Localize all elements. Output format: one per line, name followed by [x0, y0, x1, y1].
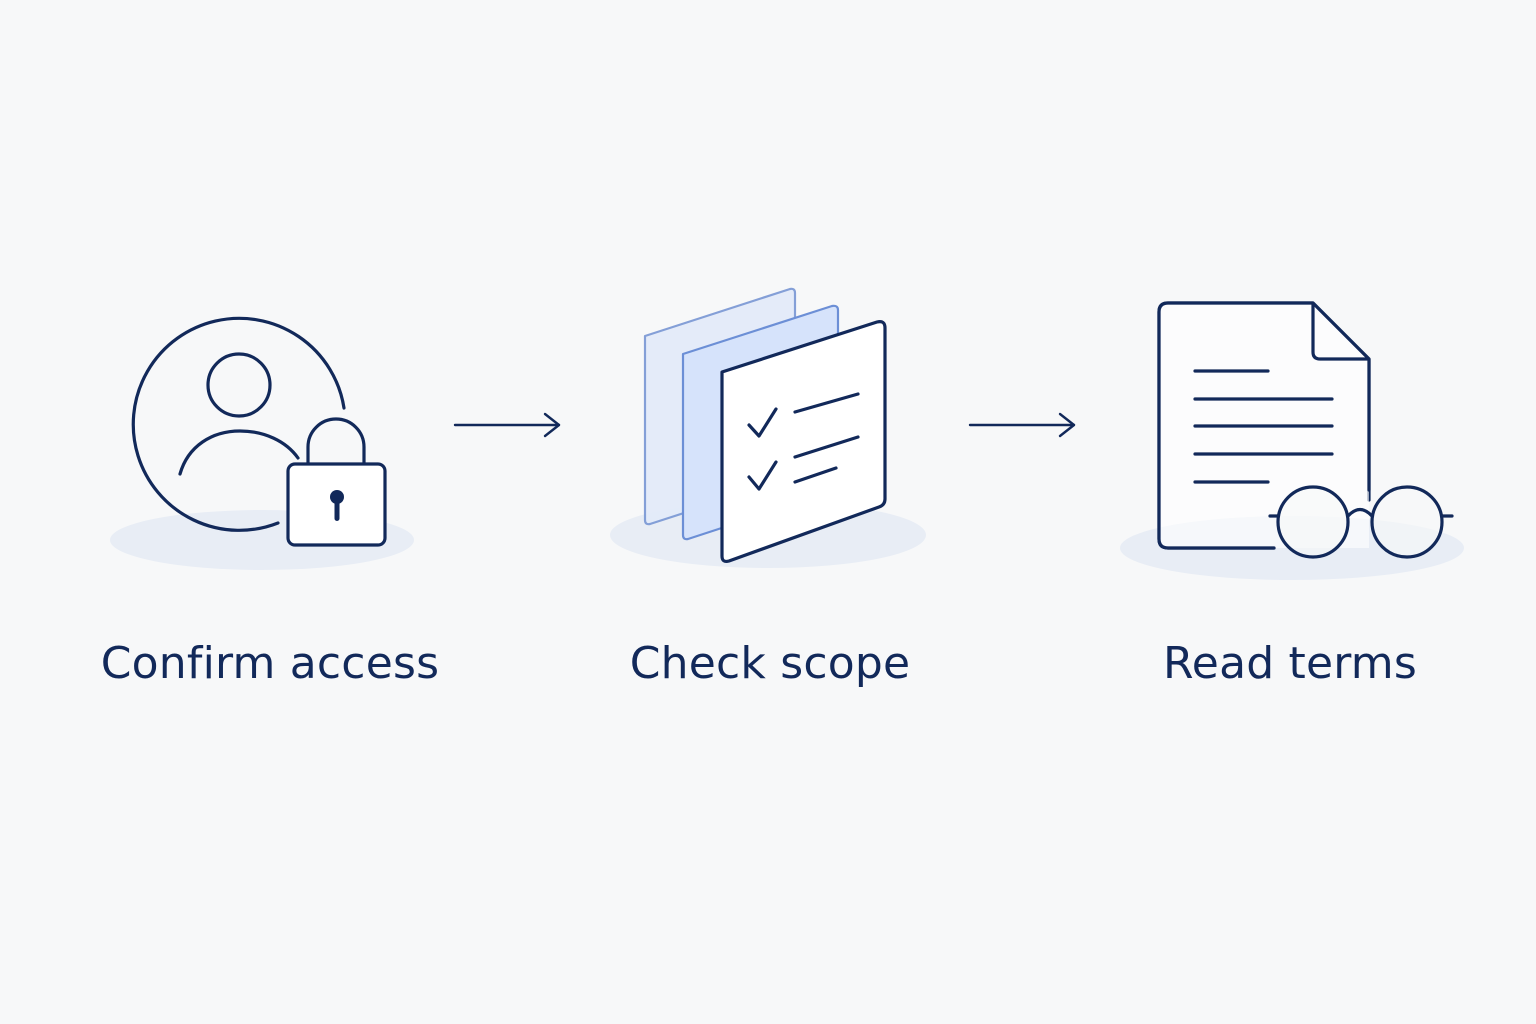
glasses-bridge	[1346, 507, 1374, 518]
step-label-check-scope: Check scope	[629, 638, 911, 689]
checklist-pages-icon	[610, 287, 926, 568]
arrow-right-icon	[968, 412, 1076, 438]
glasses-icon	[1268, 485, 1454, 559]
user-head	[206, 352, 272, 418]
front-page	[720, 320, 887, 564]
document-glasses-icon	[1120, 301, 1464, 580]
document-fold	[1311, 303, 1369, 361]
glasses-lens-right	[1370, 485, 1444, 559]
padlock-shackle	[306, 417, 366, 464]
step-label-confirm-access: Confirm access	[100, 638, 440, 689]
arrow-right-icon	[453, 412, 561, 438]
user-lock-icon	[110, 316, 414, 570]
padlock-icon	[286, 417, 387, 547]
checklist-line	[793, 392, 860, 414]
checklist-line	[793, 435, 860, 459]
check-mark-icon	[747, 460, 778, 491]
padlock-keyhole-slot	[334, 498, 340, 521]
document-outline	[1157, 301, 1371, 550]
glasses-lens-left	[1276, 485, 1350, 559]
check-mark-icon	[747, 407, 778, 438]
padlock-keyhole	[330, 490, 344, 504]
step-label-read-terms: Read terms	[1163, 638, 1417, 689]
user-shoulders	[178, 429, 300, 476]
checklist-line	[793, 466, 838, 484]
user-circle-outline	[131, 316, 346, 532]
